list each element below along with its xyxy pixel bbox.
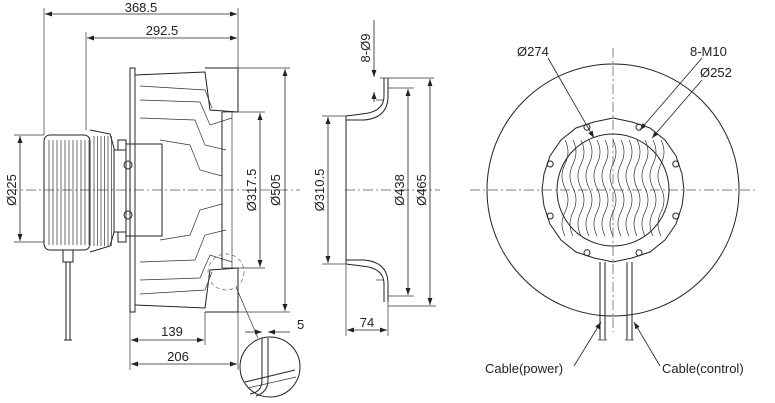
mounting-hole — [583, 123, 591, 131]
dim-438: Ø438 — [392, 174, 407, 206]
impeller-blades — [134, 67, 239, 313]
motor-body — [43, 129, 163, 341]
dim-5: 5 — [297, 317, 304, 332]
cable-power-label: Cable(power) — [485, 361, 563, 376]
inlet-ring-view: 8-Ø9 Ø310.5 Ø438 Ø465 74 — [312, 20, 440, 336]
dim-8-holes: 8-Ø9 — [358, 34, 373, 63]
motor-flange — [541, 117, 685, 263]
cooling-fins — [561, 139, 665, 237]
dim-465: Ø465 — [414, 174, 429, 206]
mounting-hole — [672, 212, 680, 220]
mounting-hole — [672, 160, 680, 168]
mounting-hole — [546, 212, 554, 220]
dim-overall-length: 368.5 — [125, 0, 158, 15]
front-view: Ø274 8-M10 Ø252 Cable(power) Cable(contr… — [470, 44, 756, 376]
dim-74: 74 — [360, 315, 374, 330]
mounting-hole — [546, 160, 554, 168]
dim-m10: 8-M10 — [690, 44, 727, 59]
side-view: 368.5 292.5 Ø225 Ø317.5 Ø505 139 206 5 — [4, 0, 304, 398]
dim-274: Ø274 — [517, 44, 549, 59]
mounting-hole — [583, 249, 591, 257]
detail-marker — [207, 253, 245, 291]
dim-outer-dia: Ø505 — [268, 174, 283, 206]
impeller-outline — [486, 63, 740, 317]
dim-206: 206 — [167, 349, 189, 364]
detail-view — [239, 336, 301, 398]
mounting-hole — [635, 249, 643, 257]
cable-control-label: Cable(control) — [662, 361, 744, 376]
dim-310: Ø310.5 — [312, 169, 327, 212]
dim-inlet-dia: Ø317.5 — [244, 169, 259, 212]
dim-impeller-length: 292.5 — [146, 23, 179, 38]
dim-139: 139 — [161, 324, 183, 339]
dim-motor-dia: Ø225 — [4, 174, 19, 206]
dim-252: Ø252 — [700, 65, 732, 80]
